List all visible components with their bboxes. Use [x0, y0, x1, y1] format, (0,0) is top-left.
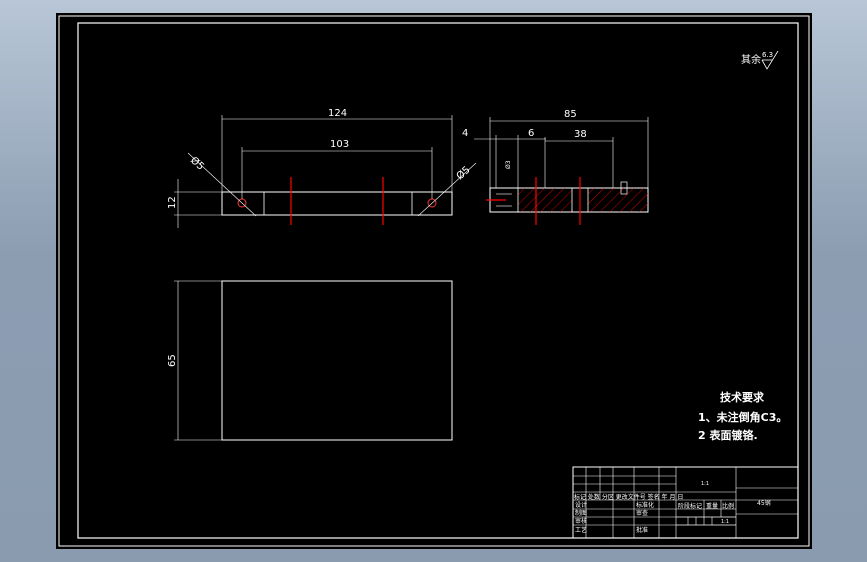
front-view-outline — [221, 191, 453, 216]
dim-offset-b: 6 — [528, 128, 534, 139]
title-ratio: 1:1 — [721, 519, 729, 525]
label-drawing: 制图 — [575, 509, 587, 517]
hole-leader-right — [417, 162, 477, 217]
dim-offset-a: 4 — [462, 128, 468, 139]
side-pin — [620, 181, 628, 195]
label-inspection: 审查 — [636, 509, 648, 517]
title-scale: 1:1 — [701, 481, 709, 487]
label-scale-head: 比例 — [722, 502, 734, 510]
dim-slot-width: 38 — [574, 129, 587, 140]
title-row-header: 标记 处数 分区 更改文件号 签名 年 月 日 — [574, 493, 683, 501]
roughness-value: 6.3 — [762, 51, 773, 59]
outer-frame — [58, 15, 810, 547]
top-view: 65 — [167, 280, 453, 441]
tech-req-item-2: 2 表面镀铬. — [698, 428, 758, 442]
dim-thickness: 12 — [167, 196, 178, 209]
label-approval: 批准 — [636, 526, 648, 534]
label-design: 设计 — [575, 501, 587, 509]
title-material: 45钢 — [757, 499, 771, 507]
title-block — [572, 466, 799, 539]
tech-req-item-1: 1、未注倒角C3。 — [698, 410, 787, 424]
dim-height: 65 — [167, 354, 178, 367]
side-small-note: Ø3 — [505, 160, 512, 169]
label-process: 工艺 — [575, 526, 587, 534]
roughness-label: 其余 — [741, 53, 761, 66]
hole-callout-right: Ø5 — [454, 164, 473, 182]
hole-callout-left: Ø5 — [188, 154, 207, 172]
dim-hole-spacing: 103 — [330, 139, 349, 150]
technical-requirements: 技术要求 1、未注倒角C3。 2 表面镀铬. — [698, 390, 787, 442]
label-standardization: 标准化 — [636, 501, 654, 509]
label-review: 审核 — [575, 517, 587, 525]
side-view: 85 4 6 38 Ø3 — [462, 109, 649, 225]
drawing-border — [77, 22, 799, 539]
hole-leader-left — [187, 152, 257, 217]
title-block-text: 1:1 45钢 标记 处数 分区 更改文件号 签名 年 月 日 设计 制图 审核… — [574, 481, 771, 534]
dim-overall-width: 85 — [564, 109, 577, 120]
hatch-right — [588, 188, 648, 212]
dim-overall-length: 124 — [328, 108, 347, 119]
top-view-outline — [221, 280, 453, 441]
cad-viewport[interactable]: 其余 6.3 124 103 12 Ø5 Ø5 — [56, 13, 812, 549]
label-weight: 重量 — [706, 502, 718, 510]
front-view: 124 103 12 Ø5 Ø5 — [167, 108, 477, 228]
label-stage: 阶段标记 — [678, 502, 702, 510]
engineering-drawing: 其余 6.3 124 103 12 Ø5 Ø5 — [58, 15, 810, 547]
hatch-left — [518, 188, 572, 212]
roughness-symbol-icon — [761, 50, 779, 70]
tech-req-title: 技术要求 — [720, 390, 765, 404]
surface-roughness-note: 其余 6.3 — [741, 50, 779, 70]
